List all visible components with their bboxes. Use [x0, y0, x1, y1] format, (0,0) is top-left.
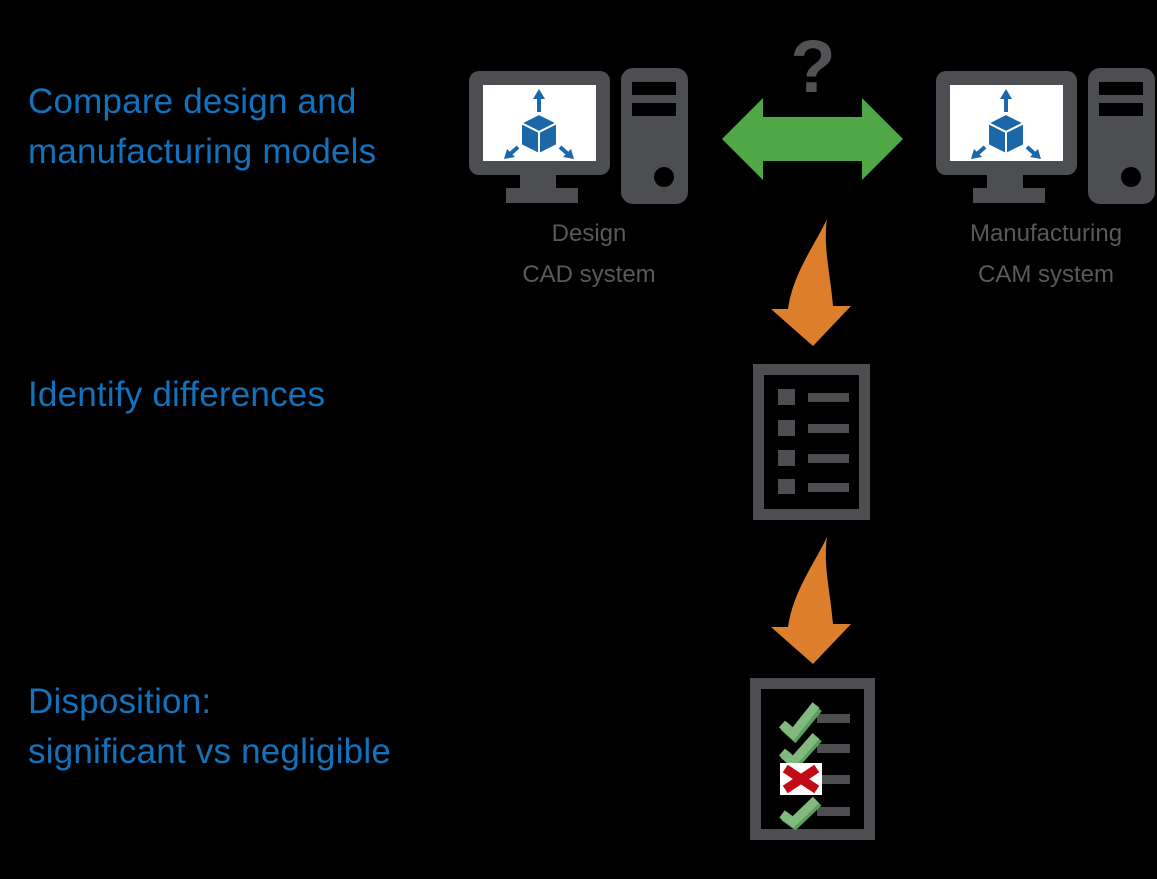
design-system-labels: Design CAD system	[478, 220, 700, 289]
manufacturing-computer-icon	[936, 68, 1155, 204]
manufacturing-system-name: Manufacturing	[969, 220, 1123, 247]
manufacturing-system-type: CAM system	[977, 261, 1114, 288]
design-system-type: CAD system	[522, 261, 656, 288]
manufacturing-workstation: Manufacturing CAM system	[935, 66, 1157, 289]
step3-title-line2: significant vs negligible	[28, 732, 391, 771]
flow-down-arrow-2-icon	[771, 537, 853, 665]
question-mark: ?	[790, 25, 836, 108]
step3-title: Disposition: significant vs negligible	[28, 677, 391, 777]
step2-title-text: Identify differences	[28, 375, 326, 414]
step1-title-line2: manufacturing models	[28, 132, 377, 171]
manufacturing-system-labels: Manufacturing CAM system	[935, 220, 1157, 289]
disposition-checklist-icon	[750, 678, 875, 840]
step1-title: Compare design and manufacturing models	[28, 77, 376, 177]
design-system-name: Design	[551, 220, 627, 247]
design-workstation: Design CAD system	[468, 66, 700, 289]
compare-arrow-icon	[722, 98, 903, 182]
step2-title: Identify differences	[28, 370, 325, 420]
step1-title-line1: Compare design and	[28, 82, 357, 121]
flow-down-arrow-1-icon	[771, 219, 853, 347]
design-computer-icon	[469, 68, 688, 204]
step3-title-line1: Disposition:	[28, 682, 212, 721]
differences-list-icon	[753, 364, 870, 520]
